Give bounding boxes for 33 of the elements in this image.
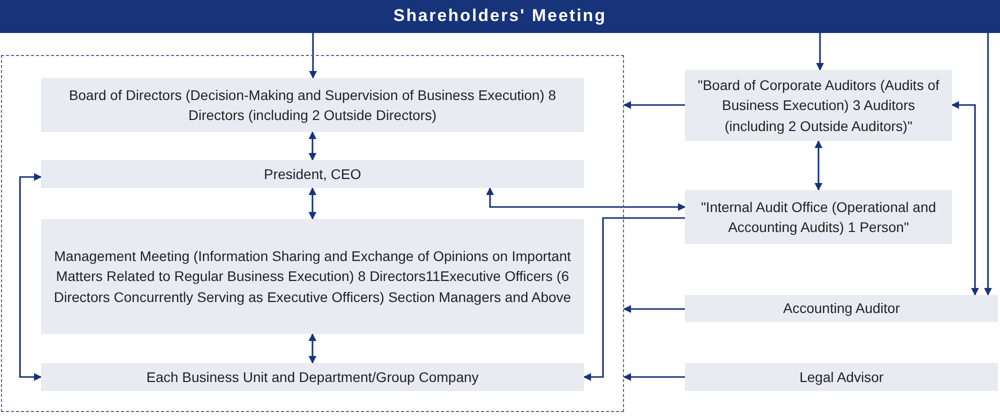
process-box [41, 78, 584, 132]
process-box [685, 190, 952, 244]
process-box [685, 295, 998, 322]
process-box [41, 363, 584, 391]
arrow [623, 373, 685, 381]
process-box [41, 219, 584, 334]
arrow [19, 173, 42, 381]
header-band [0, 0, 1000, 33]
header-text: Shareholders' Meeting [393, 5, 607, 28]
arrow [951, 101, 979, 296]
arrow [984, 33, 992, 296]
process-box [41, 160, 584, 188]
box-text: Management Meeting (Information Sharing and Exchange of Opinions on Important Matters Related to Regular Business Execution) 8 Directors11Executive Officers (6 Directors Concurrently Serving as Executive Officers) Section Managers and Above [53, 247, 572, 307]
arrow [623, 305, 685, 313]
process-box [685, 70, 952, 141]
box-text: Accounting Auditor [783, 299, 900, 318]
box-text: Each Business Unit and Department/Group Company [146, 368, 479, 387]
arrow [309, 33, 317, 79]
arrow [623, 101, 685, 109]
box-text: "Internal Audit Office (Operational and Accounting Audits) 1 Person" [700, 198, 938, 237]
box-text: "Board of Corporate Auditors (Audits of Business Execution) 3 Auditors (including 2 Outside Auditors)" [697, 76, 940, 136]
process-box [685, 363, 998, 391]
arrow [308, 187, 316, 220]
arrow [486, 187, 686, 211]
arrow [308, 333, 316, 364]
box-text: President, CEO [264, 164, 362, 184]
arrow [583, 217, 685, 381]
box-text: Board of Directors (Decision-Making and Supervision of Business Execution) 8 Directors (including 2 Outside Directors) [68, 86, 558, 125]
arrow [814, 140, 822, 191]
dashed-group-box [1, 55, 624, 412]
box-text: Legal Advisor [799, 368, 884, 387]
arrow [816, 33, 824, 71]
arrow [308, 131, 316, 161]
